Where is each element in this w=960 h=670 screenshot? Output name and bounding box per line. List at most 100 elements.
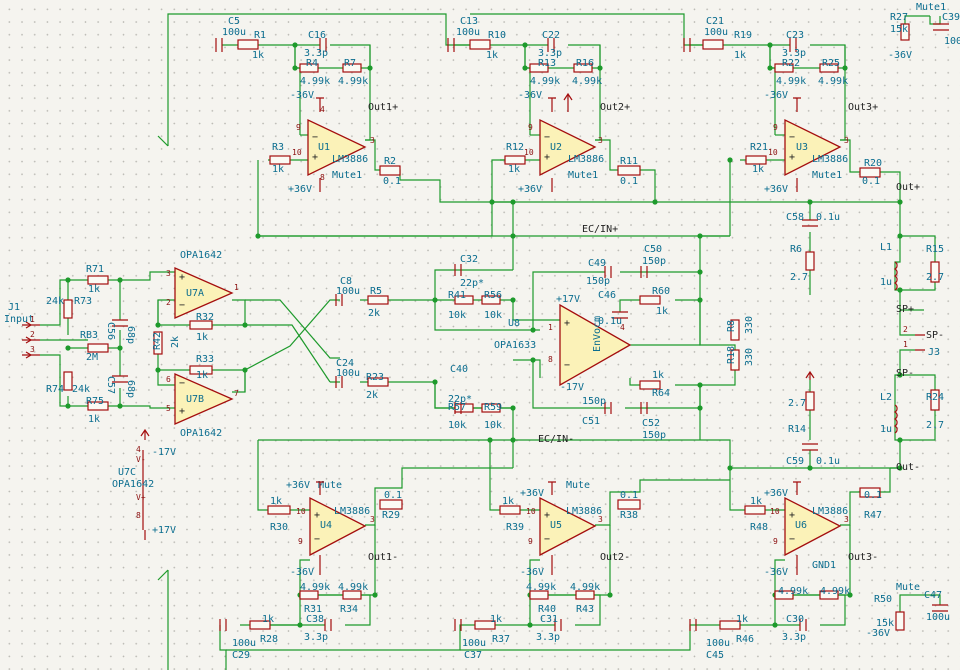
label-res-r16: R16 (576, 58, 594, 69)
label-cap-c45v: 100u (706, 638, 730, 649)
label-res-r30v: 1k (270, 496, 282, 507)
label-cap-c22v: 3.3p (538, 48, 562, 59)
label-res-r18v: 330 (744, 348, 755, 366)
u6-ref: U6 (795, 520, 807, 531)
label-res-r59: R59 (484, 402, 502, 413)
label-res-r39v: 1k (502, 496, 514, 507)
label-res-r64v: 1k (652, 370, 664, 381)
svg-text:+: + (314, 510, 320, 521)
label-res-r83: RB3 (80, 330, 98, 341)
svg-text:−: − (544, 132, 550, 143)
label-ic-u6-pins-0: 9 (773, 537, 778, 546)
label-rails-p36: +36V (520, 488, 544, 499)
label-rails-m36: -36V (518, 90, 542, 101)
label-res-r32: R32 (196, 312, 214, 323)
label-res-r10: R10 (488, 30, 506, 41)
label-cap-c57v: 68p (125, 380, 136, 398)
label-res-r47v: 0.1 (864, 490, 882, 501)
label-res-r38: R38 (620, 510, 638, 521)
label-cap-c49: C49 (588, 258, 606, 269)
label-res-r31v: 4.99k (300, 582, 330, 593)
label-nets-out2m: Out2- (600, 552, 630, 563)
label-ic-u2-pins-0: 9 (528, 123, 533, 132)
label-res-r74v: 24k (72, 384, 90, 395)
label-res-r73v: 24k (46, 296, 64, 307)
label-cap-c37: C37 (464, 650, 482, 661)
label-ic-u1-pins-6: 3 (370, 136, 375, 145)
label-nets-mute1: Mute1 (916, 2, 946, 13)
label-rails-p17: +17V (556, 294, 580, 305)
wires (40, 13, 941, 670)
label-cap-c31: C31 (540, 614, 558, 625)
label-nets-outm: Out- (896, 462, 920, 473)
label-res-r12v: 1k (508, 164, 520, 175)
label-ic-u4-pins-6: 3 (370, 515, 375, 524)
label-res-r57v: 10k (448, 420, 466, 431)
label-res-r71v: 1k (88, 284, 100, 295)
label-cap-c32v: 22p* (460, 278, 484, 289)
label-ic-u7b-pins-2: 7 (234, 389, 239, 398)
label-cap-c23v: 3.3p (782, 48, 806, 59)
u5-mute: Mute (566, 480, 590, 491)
label-res-r15v: 2.7 (926, 272, 944, 283)
svg-text:−: − (789, 132, 795, 143)
label-res-r8v: 330 (744, 316, 755, 334)
label-res-r19: R19 (734, 30, 752, 41)
label-res-r28v: 1k (262, 614, 274, 625)
label-ic-u4-pins-0: 9 (298, 537, 303, 546)
label-res-r50: R50 (874, 594, 892, 605)
label-cap-c21v: 100u (704, 27, 728, 38)
label-res-r34: R34 (340, 604, 358, 615)
label-cap-c58v: 0.1u (816, 212, 840, 223)
label-ind-l2: L2 (880, 392, 892, 403)
label-ic-u6-pins-6: 3 (844, 515, 849, 524)
label-nets-out1p: Out1+ (368, 102, 398, 113)
label-res-r11v: 0.1 (620, 176, 638, 187)
label-cap-c40: C40 (450, 364, 468, 375)
label-res-r57: R57 (448, 402, 466, 413)
u6-part: LM3886 (812, 506, 848, 517)
label-res-r48: R48 (750, 522, 768, 533)
label-ic-u7a-pins-1: 2 (166, 298, 171, 307)
label-rails-m17: -17V (152, 447, 176, 458)
label-res-r23v: 2k (366, 390, 378, 401)
label-res-r37v: 1k (490, 614, 502, 625)
label-cap-c52: C52 (642, 418, 660, 429)
label-ic-u8-pins-5: 4 (620, 323, 625, 332)
label-res-r43: R43 (576, 604, 594, 615)
label-res-r60: R60 (652, 286, 670, 297)
label-ic-u4-pins-1: 10 (296, 507, 306, 516)
label-ic-u2-pins-6: 3 (598, 136, 603, 145)
label-ic-u3-pins-0: 9 (773, 123, 778, 132)
label-res-r29v: 0.1 (384, 490, 402, 501)
label-ic-u8-pins-1: 8 (548, 355, 553, 364)
svg-text:−: − (544, 534, 550, 545)
label-cap-c51: C51 (582, 416, 600, 427)
label-cap-c56v: 68p (125, 326, 136, 344)
label-conn-j1p-1: 2 (30, 330, 35, 339)
label-res-r41v: 10k (448, 310, 466, 321)
connector-j3: J3 2 1 SP- (903, 325, 944, 358)
svg-text:−: − (564, 360, 570, 371)
label-ic-u1-pins-7: 8 (320, 173, 325, 182)
u1-part: LM3886 (332, 154, 368, 165)
label-res-r2v: 0.1 (383, 176, 401, 187)
label-rails-p36: +36V (288, 184, 312, 195)
label-conn-j1n: Input (4, 314, 34, 325)
label-conn-j1: J1 (8, 302, 20, 313)
op-amp-u7b: −+ U7B OPA1642 6 5 7 (166, 373, 239, 439)
label-ind-l1: L1 (880, 242, 892, 253)
label-nets-out3m: Out3- (848, 552, 878, 563)
label-res-r22v: 4.99k (776, 76, 806, 87)
label-rails-m17: -17V (560, 382, 584, 393)
label-ic-u7c-vp: V+ (136, 493, 146, 502)
label-conn-j1p-2: 3 (30, 345, 35, 354)
label-ic-u1-pins-4: 4 (320, 105, 325, 114)
label-ic-u7b-pins-0: 6 (166, 375, 171, 384)
label-rails-m36: -36V (290, 567, 314, 578)
op-amp-u1: −+ U1 LM3886 Mute1 9 10 4 3 8 (292, 105, 375, 182)
label-res-r20v: 0.1 (862, 176, 880, 187)
label-nets-mute: Mute (896, 582, 920, 593)
label-ic-u6-pins-1: 10 (770, 507, 780, 516)
label-res-r5v: 2k (368, 308, 380, 319)
